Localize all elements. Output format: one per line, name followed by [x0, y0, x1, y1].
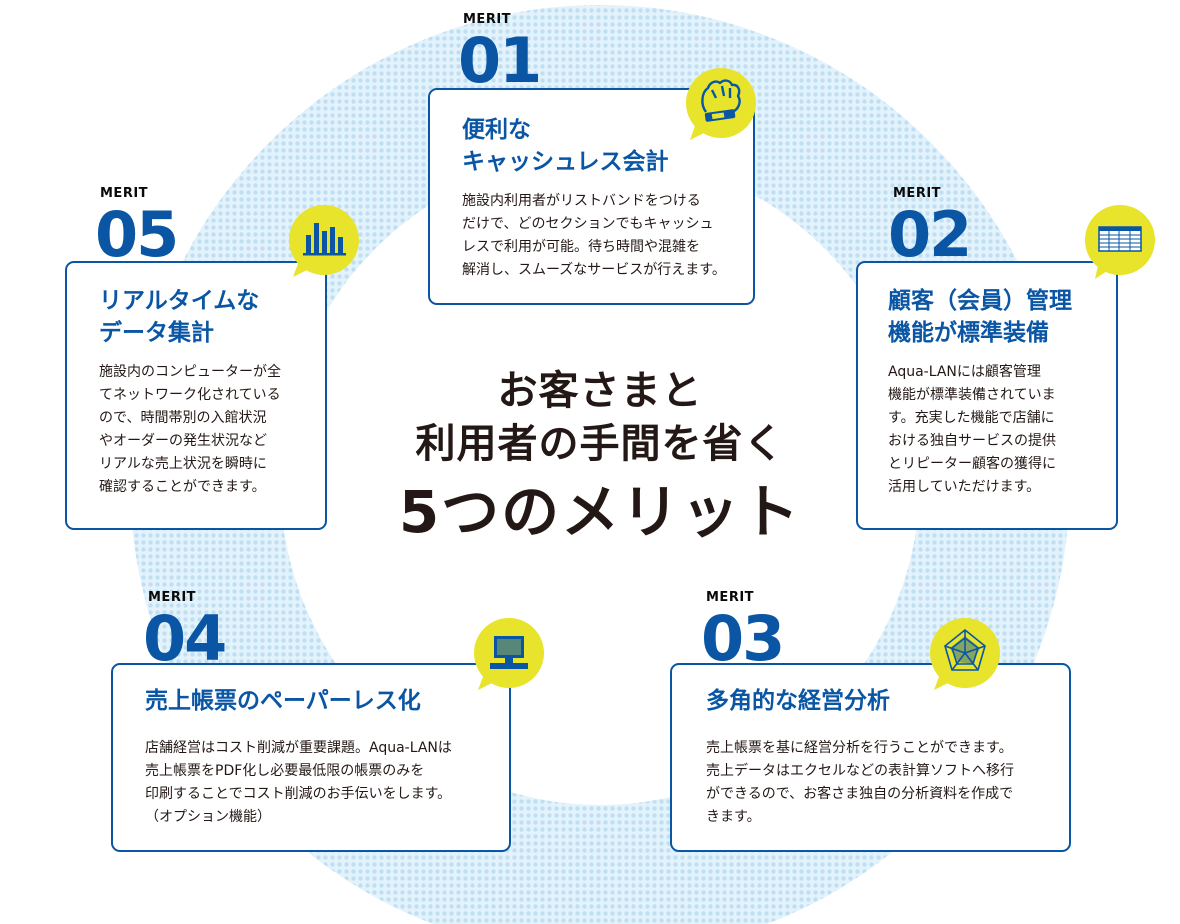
merit-04-body-line: 店舗経営はコスト削減が重要課題。Aqua-LANは [145, 740, 452, 756]
merit-02-card: 顧客（会員）管理 機能が標準装備 Aqua-LANには顧客管理 機能が標準装備さ… [856, 261, 1118, 530]
merit-04-body-line: 売上帳票をPDF化し必要最低限の帳票のみを [145, 763, 425, 779]
merit-02-body-line: おける独自サービスの提供 [888, 433, 1056, 449]
merit-05-label: MERIT [100, 186, 149, 201]
merit-05-body-line: やオーダーの発生状況など [99, 433, 267, 449]
bar-chart-icon [289, 205, 359, 277]
merit-02-body-line: 活用していただけます。 [888, 479, 1041, 495]
merit-03-body-line: 売上データはエクセルなどの表計算ソフトへ移行 [706, 763, 1014, 779]
merit-03-label: MERIT [706, 590, 755, 605]
merit-03-title: 多角的な経営分析 [706, 685, 890, 717]
merit-01-label: MERIT [463, 12, 512, 27]
radar-chart-icon [930, 618, 1000, 690]
merit-02-body-line: とリピーター顧客の獲得に [888, 456, 1056, 472]
merit-02-body-line: 機能が標準装備されていま [888, 387, 1056, 403]
merit-02-body-line: す。充実した機能で店舗に [888, 410, 1055, 426]
merit-01-title-line-2: キャッシュレス会計 [462, 149, 669, 175]
headline-line-1: お客さまと [497, 368, 703, 414]
merit-05-body-line: 施設内のコンピューターが全 [99, 364, 281, 380]
merit-05-body-line: ので、時間帯別の入館状況 [99, 410, 267, 426]
merit-01-body-line: だけで、どのセクションでもキャッシュ [462, 216, 714, 232]
merit-02-title-line-2: 機能が標準装備 [888, 320, 1049, 346]
merit-03-number: 03 [701, 602, 785, 675]
merit-02-label: MERIT [893, 186, 942, 201]
merit-05-body-line: 確認することができます。 [99, 479, 266, 495]
merit-03-body-line: 売上帳票を基に経営分析を行うことができます。 [706, 740, 1013, 756]
merit-04-number: 04 [143, 602, 227, 675]
center-headline: お客さまと 利用者の手間を省く 5つのメリット [380, 365, 820, 553]
merit-03-body-line: ができるので、お客さま独自の分析資料を作成で [706, 786, 1014, 802]
merit-05-card: リアルタイムな データ集計 施設内のコンピューターが全 てネットワーク化されてい… [65, 261, 327, 530]
merit-02-number: 02 [888, 198, 972, 271]
merit-02-title-line-1: 顧客（会員）管理 [888, 288, 1072, 314]
headline-line-3: 5つのメリット [398, 478, 802, 546]
merit-05-title-line-2: データ集計 [99, 320, 214, 346]
merit-01-body-line: 解消し、スムーズなサービスが行えます。 [462, 262, 726, 278]
merit-01-title-line-1: 便利な [462, 117, 531, 143]
wristband-hand-icon [686, 68, 756, 140]
merit-04-body-line: 印刷することでコスト削減のお手伝いをします。 [145, 786, 452, 802]
merit-05-title: リアルタイムな データ集計 [99, 285, 259, 349]
merit-01-body: 施設内利用者がリストバンドをつける だけで、どのセクションでもキャッシュ レスで… [462, 190, 726, 282]
merit-04-title: 売上帳票のペーパーレス化 [145, 685, 421, 717]
merit-03-title-line-1: 多角的な経営分析 [706, 688, 890, 714]
spreadsheet-icon [1085, 205, 1155, 279]
merit-04-label: MERIT [148, 590, 197, 605]
merit-04-body-line: （オプション機能） [145, 809, 271, 825]
merit-05-body-line: てネットワーク化されている [99, 387, 281, 403]
merit-04-card: 売上帳票のペーパーレス化 店舗経営はコスト削減が重要課題。Aqua-LANは 売… [111, 663, 511, 852]
merit-03-body: 売上帳票を基に経営分析を行うことができます。 売上データはエクセルなどの表計算ソ… [706, 737, 1014, 829]
merit-05-body-line: リアルな売上状況を瞬時に [99, 456, 267, 472]
merit-02-body: Aqua-LANには顧客管理 機能が標準装備されていま す。充実した機能で店舗に… [888, 361, 1056, 499]
merit-04-title-line-1: 売上帳票のペーパーレス化 [145, 688, 421, 714]
merit-01-body-line: レスで利用が可能。待ち時間や混雑を [462, 239, 700, 255]
merit-03-body-line: きます。 [706, 809, 761, 825]
merit-05-number: 05 [95, 198, 179, 271]
merit-05-body: 施設内のコンピューターが全 てネットワーク化されている ので、時間帯別の入館状況… [99, 361, 281, 499]
merit-05-title-line-1: リアルタイムな [99, 288, 260, 314]
headline-line-2: 利用者の手間を省く [415, 421, 785, 467]
merit-02-body-line: Aqua-LANには顧客管理 [888, 364, 1041, 380]
merit-02-title: 顧客（会員）管理 機能が標準装備 [888, 285, 1072, 349]
merit-01-number: 01 [458, 24, 542, 97]
merit-01-title: 便利な キャッシュレス会計 [462, 114, 669, 178]
merit-04-body: 店舗経営はコスト削減が重要課題。Aqua-LANは 売上帳票をPDF化し必要最低… [145, 737, 452, 829]
merit-01-body-line: 施設内利用者がリストバンドをつける [462, 193, 701, 209]
computer-icon [474, 618, 544, 690]
merit-03-card: 多角的な経営分析 売上帳票を基に経営分析を行うことができます。 売上データはエク… [670, 663, 1071, 852]
